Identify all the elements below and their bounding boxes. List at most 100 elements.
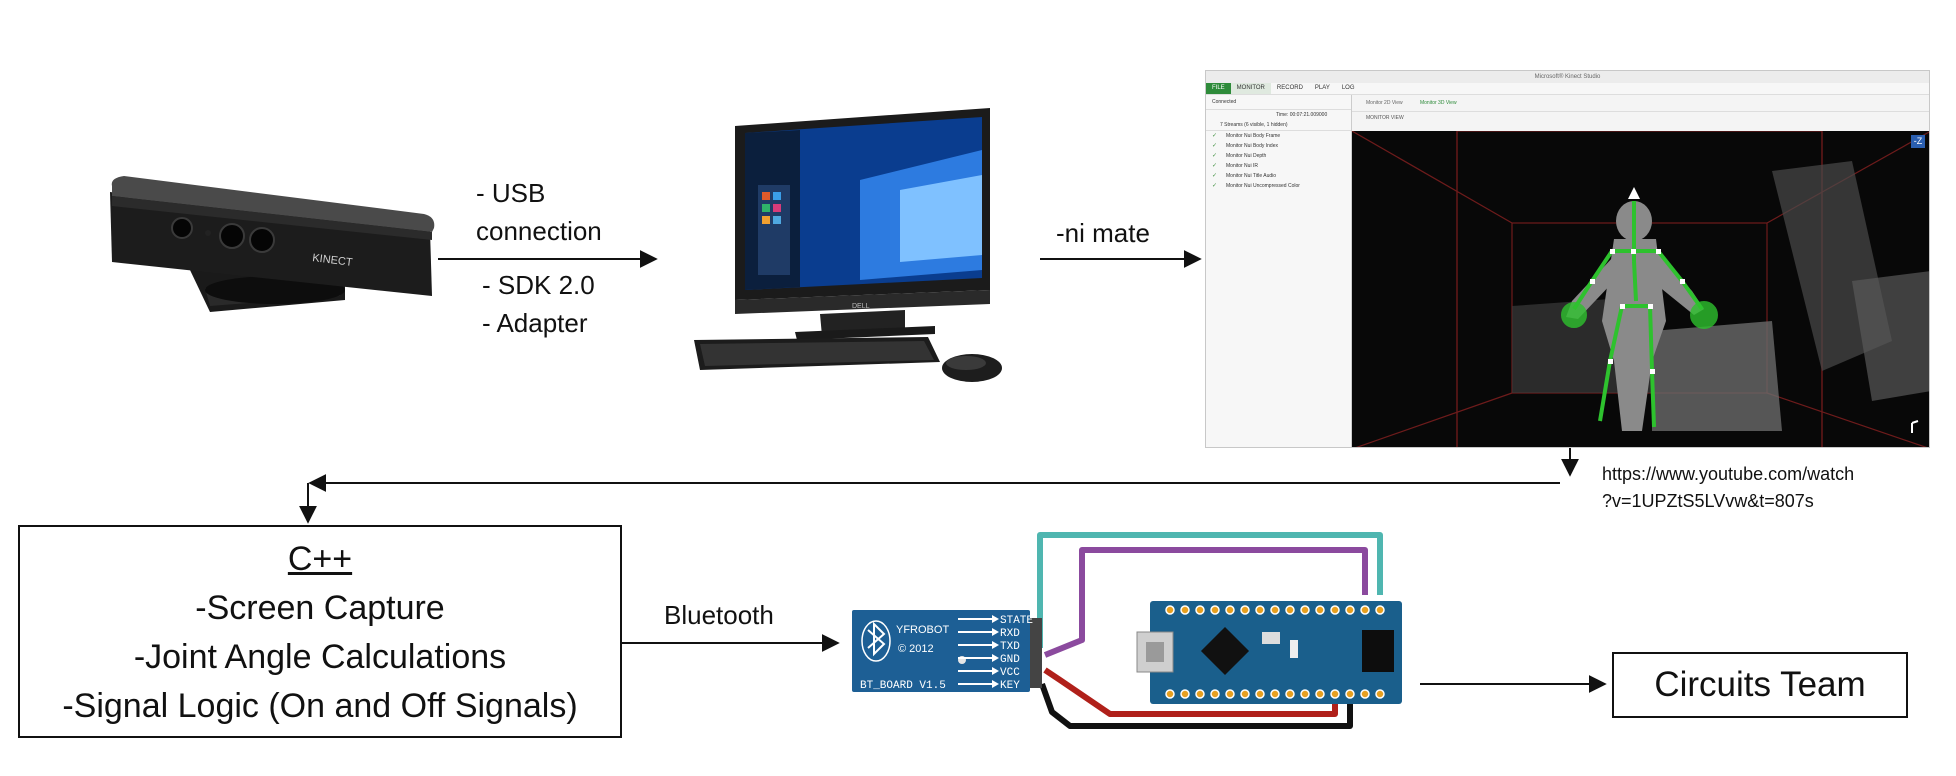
menu-bar: FILE MONITOR RECORD PLAY LOG [1206,83,1929,95]
header-pin [1345,605,1355,615]
bt-pin-label: KEY [1000,680,1020,692]
stream-item[interactable]: ✓ Monitor Nui Body Frame [1206,131,1351,141]
pin-arrow [958,680,999,688]
header-pin [1165,689,1175,699]
menu-monitor[interactable]: MONITOR [1230,83,1271,94]
check-icon: ✓ [1212,163,1218,169]
header-pin [1210,689,1220,699]
check-icon: ✓ [1212,183,1218,189]
bt-brand: YFROBOT [896,624,949,636]
view-toolbar: MONITOR VIEW [1366,115,1404,121]
header-pin [1285,605,1295,615]
bt-pin-label: STATE [1000,615,1033,627]
bt-model: BT_BOARD V1.5 [860,680,946,692]
wiring [1037,532,1383,729]
cpp-item-screen-capture: -Screen Capture [195,589,445,627]
cpp-title: C++ [287,540,353,578]
pin-arrow [958,615,999,623]
tab-2d-view[interactable]: Monitor 2D View [1366,100,1403,106]
bluetooth-label: Bluetooth [664,600,774,630]
header-pin [1330,605,1340,615]
stream-item[interactable]: ✓ Monitor Nui Uncompressed Color [1206,181,1351,191]
cpp-item-joint-angle: -Joint Angle Calculations [133,638,507,676]
header-pin [1300,605,1310,615]
cpp-item-signal-logic: -Signal Logic (On and Off Signals) [62,687,578,725]
usb-label: - USB [476,178,546,208]
header-pin [1375,689,1385,699]
header-pin [1180,689,1190,699]
arduino-pins-top [1165,605,1385,615]
header-pin [1210,605,1220,615]
check-icon: ✓ [1212,173,1218,179]
menu-file[interactable]: FILE [1206,83,1231,94]
header-pin [1240,605,1250,615]
tab-3d-view[interactable]: Monitor 3D View [1419,100,1457,106]
header-pin [1225,605,1235,615]
header-pin [1345,689,1355,699]
header-pin [1360,689,1370,699]
stream-label: Monitor Nui Depth [1226,153,1267,159]
header-pin [1240,689,1250,699]
view-tabs: Monitor 2D View Monitor 3D View [1352,95,1929,112]
point-cloud-render [1352,131,1929,447]
menu-play[interactable]: PLAY [1314,85,1330,91]
keyboard [694,337,940,370]
arduino-nano [1136,601,1402,704]
stream-label: Monitor Nui IR [1226,163,1258,169]
stream-item[interactable]: ✓ Monitor Nui Depth [1206,151,1351,161]
header-pin [1195,689,1205,699]
pin-arrow [958,628,999,636]
axis-badge[interactable]: -Z [1911,135,1925,148]
bt-pin-label: TXD [1000,641,1020,653]
header-pin [1360,605,1370,615]
pin-arrow [958,667,999,675]
header-pin [1180,605,1190,615]
monitor-brand-text: DELL [852,303,870,310]
adapter-label: - Adapter [482,308,588,338]
bluetooth-module: YFROBOT © 2012 BT_BOARD V1.5 STATERXDTXD… [852,610,1042,692]
kinect-sensor: KINECT [110,176,435,312]
menu-log[interactable]: LOG [1341,85,1355,91]
header-pin [1165,605,1175,615]
time-readout: Time: 00:07:21.009000 [1276,112,1328,118]
desktop-computer: DELL [735,108,990,340]
stream-label: Monitor Nui Body Index [1226,143,1278,149]
header-pin [1315,605,1325,615]
connected-status[interactable]: Connected [1206,95,1351,110]
menu-record[interactable]: RECORD [1276,85,1303,91]
ni-mate-label: -ni mate [1056,218,1150,248]
header-pin [1270,689,1280,699]
header-pin [1225,689,1235,699]
stream-label: Monitor Nui Body Frame [1226,133,1281,139]
stream-item[interactable]: ✓ Monitor Nui Body Index [1206,141,1351,151]
mouse [942,354,1002,382]
circuits-team-box: Circuits Team [1612,652,1908,718]
header-pin [1375,605,1385,615]
kinect-brand-text: KINECT [312,252,354,269]
streams-header: 7 Streams (6 visible, 1 hidden) [1206,120,1351,131]
header-pin [1315,689,1325,699]
stream-item[interactable]: ✓Monitor Nui Title Audio [1206,171,1351,181]
usb-connection-label: connection [476,216,602,246]
kinect-studio-screenshot: Microsoft® Kinect Studio FILE MONITOR RE… [1205,70,1930,448]
pin-arrow [958,641,999,649]
bt-pin-label: RXD [1000,628,1020,640]
pin-arrow [958,654,999,662]
check-icon: ✓ [1212,133,1218,139]
stream-label: Monitor Nui Uncompressed Color [1226,183,1300,189]
header-pin [1270,605,1280,615]
header-pin [1285,689,1295,699]
header-pin [1300,689,1310,699]
header-pin [1255,689,1265,699]
cpp-box: C++ -Screen Capture -Joint Angle Calcula… [18,525,622,738]
bt-pin-label: VCC [1000,667,1020,679]
check-icon: ✓ [1212,143,1218,149]
header-pin [1255,605,1265,615]
window-title: Microsoft® Kinect Studio [1206,71,1929,83]
check-icon: ✓ [1212,153,1218,159]
stream-item[interactable]: ✓ Monitor Nui IR [1206,161,1351,171]
bt-pin-label: GND [1000,654,1020,666]
header-pin [1330,689,1340,699]
